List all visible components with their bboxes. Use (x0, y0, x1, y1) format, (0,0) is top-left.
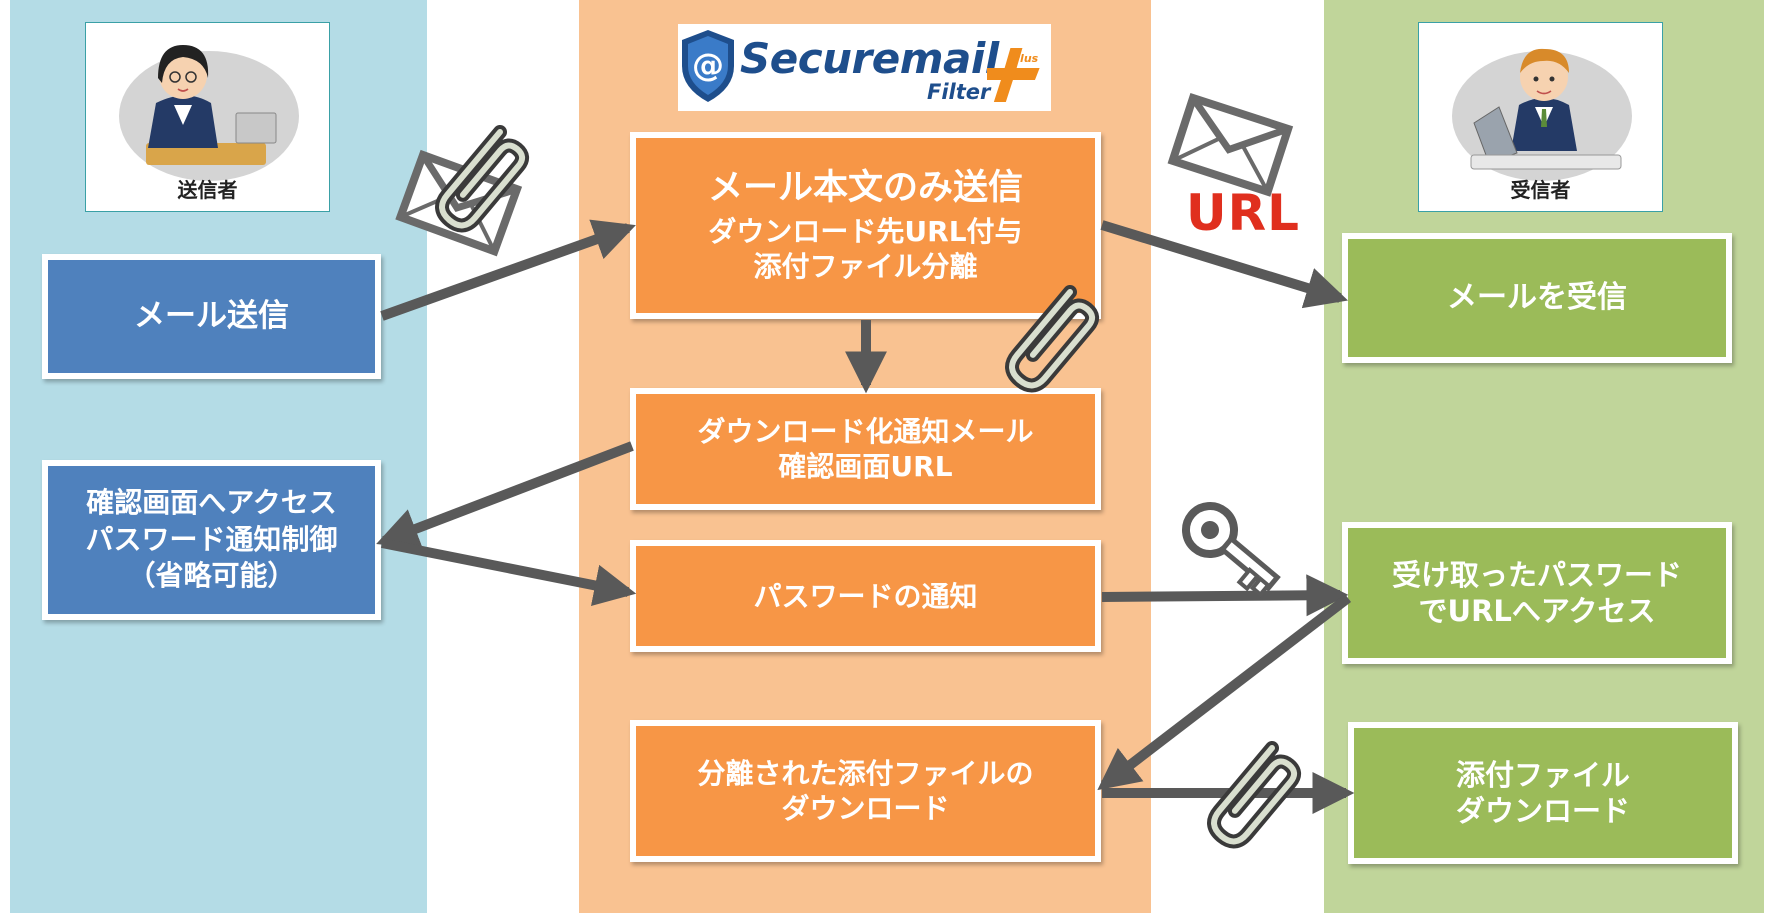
password-notice-line-1: パスワードの通知 (753, 579, 978, 613)
receiver-avatar: 受信者 (1418, 22, 1663, 212)
separated-download-line-1: 分離された添付ファイルの (697, 757, 1034, 790)
arrow-password-to-receiver (1101, 574, 1349, 617)
access-with-password-line-2: でURLへアクセス (1418, 594, 1656, 628)
send-mail-box: メール送信 (42, 254, 381, 379)
attachment-download-line-2: ダウンロード (1455, 794, 1630, 828)
key-icon (1182, 502, 1281, 598)
arrow-service-to-receive (1100, 220, 1349, 309)
download-notice-line-1: ダウンロード化通知メール (697, 415, 1034, 448)
arrow-receiver-to-download (1097, 594, 1352, 791)
receive-mail-line-1: メールを受信 (1447, 280, 1627, 316)
receiver-role-label: 受信者 (1510, 178, 1571, 202)
body-only-line-1: メール本文のみ送信 (707, 167, 1023, 208)
separated-download-box: 分離された添付ファイルの ダウンロード (630, 720, 1101, 862)
separated-download-line-2: ダウンロード (781, 792, 950, 825)
send-mail-line-1: メール送信 (134, 298, 289, 335)
logo-product: Filter (927, 80, 991, 104)
paperclip-icon (435, 125, 530, 233)
access-with-password-line-1: 受け取ったパスワード (1391, 557, 1682, 592)
arrow-send-to-service (380, 219, 636, 321)
attachment-download-box: 添付ファイル ダウンロード (1348, 722, 1738, 864)
securemail-logo: @ Securemail Plus Filter (678, 24, 1051, 111)
download-notice-line-2: 確認画面URL (778, 450, 953, 483)
paperclip-icon (1207, 741, 1302, 849)
body-only-line-3: 添付ファイル分離 (753, 250, 978, 284)
arrow-notice-to-confirm (376, 441, 634, 549)
confirm-access-line-2: パスワード通知制御 (85, 522, 338, 556)
paperclip-icon (1005, 285, 1100, 393)
sender-avatar: 送信者 (85, 22, 330, 212)
envelope-icon (1167, 92, 1294, 197)
confirm-access-box: 確認画面へアクセス パスワード通知制御 （省略可能） (42, 460, 381, 620)
plus-icon (987, 48, 1040, 102)
logo-brand: Securemail (740, 34, 999, 83)
body-only-line-2: ダウンロード先URL付与 (708, 215, 1023, 249)
receive-mail-box: メールを受信 (1342, 233, 1732, 363)
shield-icon: @ (682, 30, 734, 102)
url-label: URL (1186, 184, 1300, 242)
logo-badge-symbol: @ (692, 46, 724, 84)
arrow-confirm-to-password (381, 538, 637, 607)
confirm-access-line-1: 確認画面へアクセス (86, 486, 337, 520)
envelope-icon (395, 149, 523, 257)
logo-plus-text: Plus (1012, 52, 1039, 65)
password-notice-box: パスワードの通知 (630, 540, 1101, 652)
receiver-person-icon (1470, 48, 1622, 170)
confirm-access-line-3: （省略可能） (127, 559, 296, 593)
sender-person-icon (146, 45, 277, 165)
download-notice-box: ダウンロード化通知メール 確認画面URL (630, 388, 1101, 510)
sender-role-label: 送信者 (177, 178, 238, 202)
attachment-download-line-1: 添付ファイル (1455, 757, 1630, 792)
